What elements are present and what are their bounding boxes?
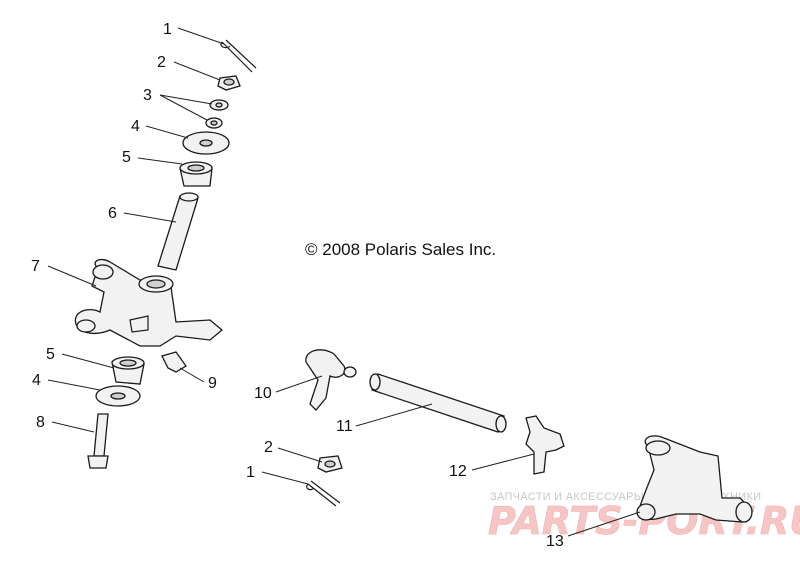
callout-4-top: 4: [131, 118, 140, 135]
part-bushing-lower: [111, 356, 145, 385]
part-cotter-pin-lower: [306, 480, 341, 507]
part-steering-knuckle-left: [74, 258, 224, 347]
part-bolt-lower: [87, 413, 109, 469]
part-large-washer-lower: [95, 385, 141, 407]
part-large-washer-top: [182, 131, 230, 155]
leader-lines: [47, 27, 641, 537]
callout-12: 12: [449, 463, 467, 480]
callout-labels: 1 2 3 4 5 6 7 5 4 8 9 10 11 2 1 12 13: [31, 21, 564, 550]
callout-6: 6: [108, 205, 117, 222]
part-castle-nut-top: [217, 75, 241, 91]
part-bushing-top: [179, 161, 213, 187]
callout-5-lower: 5: [46, 346, 55, 363]
part-tie-rod-end-left: [305, 349, 357, 411]
callout-10: 10: [254, 385, 272, 402]
part-tube: [157, 192, 199, 271]
callout-7: 7: [31, 258, 40, 275]
part-tie-rod-tube: [369, 373, 507, 433]
part-washers: [205, 99, 229, 129]
part-tie-rod-end-right: [525, 415, 565, 475]
part-cotter-pin-top: [220, 39, 257, 73]
callout-9: 9: [208, 375, 217, 392]
callout-4-lower: 4: [32, 372, 41, 389]
part-castle-nut-lower: [317, 455, 343, 473]
callout-8: 8: [36, 414, 45, 431]
callout-1-top: 1: [163, 21, 172, 38]
callout-3: 3: [143, 87, 152, 104]
part-spindle-right: [636, 435, 753, 523]
callout-2-top: 2: [157, 54, 166, 71]
callout-5-top: 5: [122, 149, 131, 166]
callout-2-lower: 2: [264, 439, 273, 456]
copyright-text: © 2008 Polaris Sales Inc.: [305, 240, 496, 259]
callout-1-lower: 1: [246, 464, 255, 481]
callout-13: 13: [546, 533, 564, 550]
callout-11: 11: [336, 418, 353, 435]
